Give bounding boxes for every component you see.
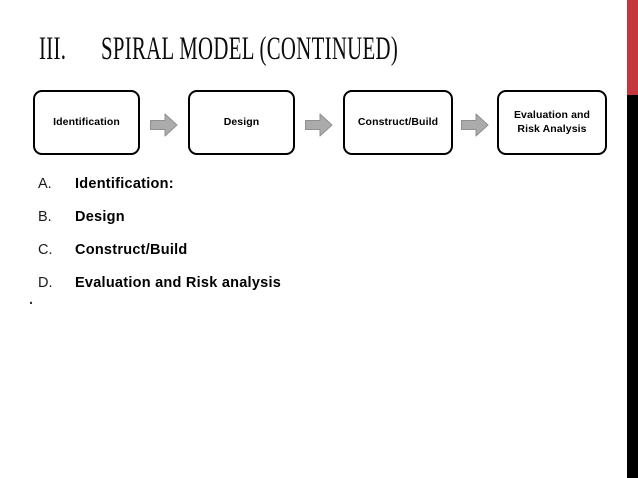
slide-title-number: III. [39, 31, 67, 67]
edge-accent-strip [627, 0, 638, 478]
trailing-period: . [29, 292, 34, 308]
flow-box-identification: Identification [33, 90, 140, 155]
list-item-letter: A. [38, 176, 52, 192]
list-item: D. Evaluation and Risk analysis [38, 275, 281, 291]
list-item-text: Construct/Build [75, 242, 188, 258]
list-item-text: Evaluation and Risk analysis [75, 275, 282, 291]
list-item-letter: B. [38, 209, 52, 225]
flow-box-construct-build: Construct/Build [343, 90, 453, 155]
right-arrow-icon [150, 113, 178, 137]
list-item: C. Construct/Build [38, 242, 188, 258]
edge-accent-black [627, 95, 638, 478]
right-arrow-icon [305, 113, 333, 137]
list-item-text: Identification: [75, 176, 174, 192]
flow-box-label: Evaluation and Risk Analysis [513, 108, 591, 135]
edge-accent-red [627, 0, 638, 95]
list-item-text: Design [75, 209, 125, 225]
flow-box-evaluation-risk-analysis: Evaluation and Risk Analysis [497, 90, 607, 155]
flow-box-label: Construct/Build [357, 115, 439, 128]
list-item-letter: C. [38, 242, 53, 258]
right-arrow-icon [461, 113, 489, 137]
slide-title: SPIRAL MODEL (CONTINUED) [101, 31, 399, 67]
flow-box-label: Design [223, 115, 260, 128]
flow-box-label: Identification [53, 115, 120, 128]
list-item: A. Identification: [38, 176, 174, 192]
flow-box-design: Design [188, 90, 295, 155]
list-item-letter: D. [38, 275, 53, 291]
list-item: B. Design [38, 209, 125, 225]
